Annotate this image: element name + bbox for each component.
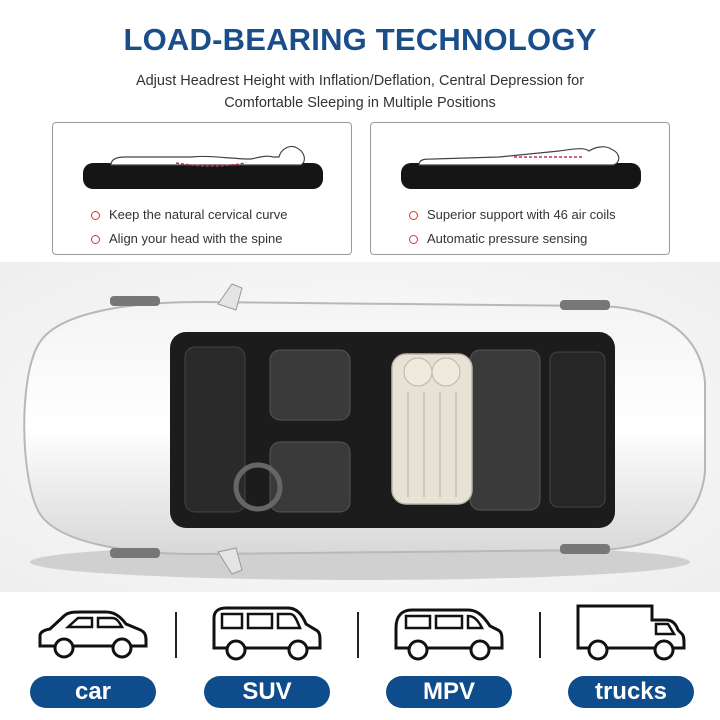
bullet-item: Superior support with 46 air coils — [409, 203, 616, 227]
bullet-item: Automatic pressure sensing — [409, 227, 616, 251]
subtitle-line-1: Adjust Headrest Height with Inflation/De… — [135, 73, 585, 89]
steering-wheel — [233, 462, 283, 512]
page-title: LOAD-BEARING TECHNOLOGY — [123, 22, 597, 57]
vehicle-divider — [357, 612, 359, 658]
air-mattress — [391, 353, 473, 505]
side-mirror-top — [217, 283, 243, 311]
dashboard — [184, 346, 246, 513]
bullet-text: Automatic pressure sensing — [427, 231, 588, 246]
mattress-shape — [401, 163, 641, 189]
vehicle-type-suv: SUV — [192, 598, 342, 720]
supine-sleeper-illustration — [83, 145, 323, 189]
vehicle-type-car: car — [18, 598, 168, 720]
mattress-pillow — [431, 357, 461, 387]
bullet-text: Superior support with 46 air coils — [427, 207, 616, 222]
car-icon — [38, 610, 148, 659]
trunk-area — [549, 351, 606, 508]
vehicle-label-pill: car — [30, 676, 156, 708]
page-subtitle: Adjust Headrest Height with Inflation/De… — [60, 70, 660, 114]
side-mirror-bottom — [217, 547, 243, 575]
bullet-circle-icon — [91, 234, 100, 244]
bullet-text: Keep the natural cervical curve — [109, 207, 288, 222]
bullet-circle-icon — [91, 210, 100, 220]
spine-curve-line — [175, 162, 247, 167]
rear-seat — [469, 349, 541, 511]
side-sleeper-illustration — [401, 146, 641, 189]
wheel — [110, 548, 160, 558]
mpv-icon — [394, 608, 504, 661]
wheel — [110, 296, 160, 306]
sleeper-body-outline — [418, 146, 620, 166]
side-position-panel: Superior support with 46 air coils Autom… — [370, 122, 670, 255]
bullet-item: Align your head with the spine — [91, 227, 287, 251]
bullet-circle-icon — [409, 234, 418, 244]
wheel — [560, 544, 610, 554]
vehicle-label-pill: trucks — [568, 676, 694, 708]
vehicle-types-row: car SUV MPV — [0, 598, 720, 720]
front-seat — [269, 349, 351, 421]
wheel — [560, 300, 610, 310]
bullet-circle-icon — [409, 210, 418, 220]
mattress-pillow — [403, 357, 433, 387]
car-top-view-illustration — [23, 283, 706, 580]
vehicle-label-pill: SUV — [204, 676, 330, 708]
suv-icon — [212, 606, 322, 661]
vehicle-type-truck: trucks — [556, 598, 706, 720]
subtitle-line-2: Comfortable Sleeping in Multiple Positio… — [224, 95, 496, 111]
sleeper-body-outline — [110, 145, 305, 166]
truck-icon — [576, 604, 686, 661]
bullet-text: Align your head with the spine — [109, 231, 283, 246]
vehicle-divider — [175, 612, 177, 658]
vehicle-label-pill: MPV — [386, 676, 512, 708]
car-top-view-area — [0, 262, 720, 592]
bullet-item: Keep the natural cervical curve — [91, 203, 287, 227]
vehicle-type-mpv: MPV — [374, 598, 524, 720]
supine-position-panel: Keep the natural cervical curve Align yo… — [52, 122, 352, 255]
vehicle-divider — [539, 612, 541, 658]
mattress-shape — [83, 163, 323, 189]
front-seat — [269, 441, 351, 513]
